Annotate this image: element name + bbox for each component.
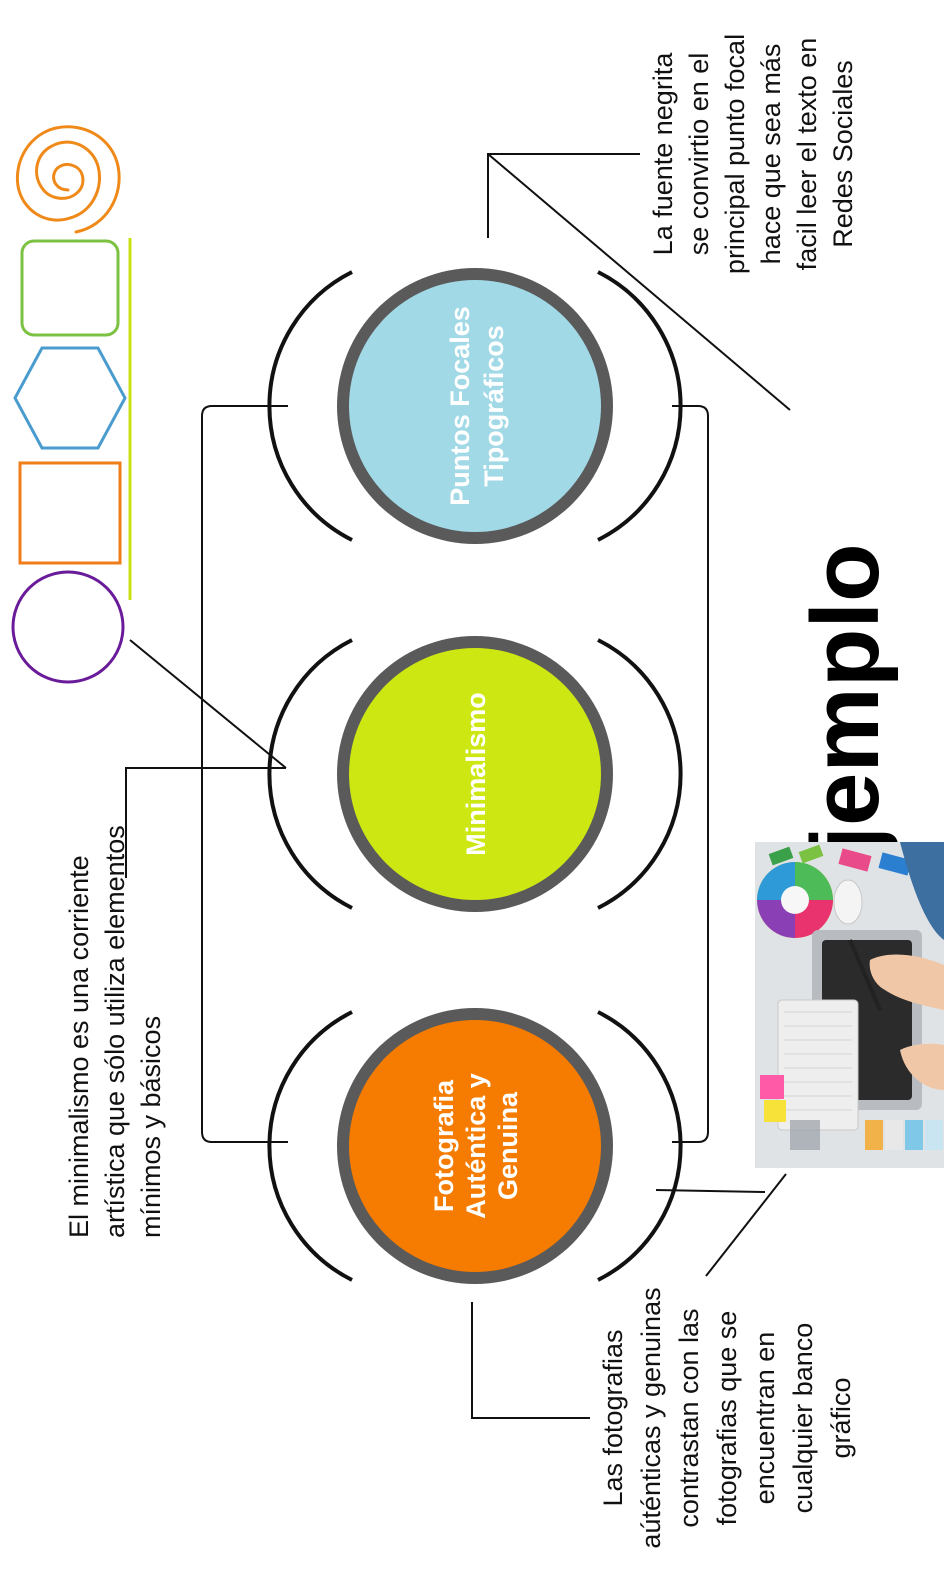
tipografia-note-line-5: facil leer el texto en: [792, 38, 822, 271]
connector-lines: [125, 153, 791, 1419]
circle-shape-icon: [11, 570, 125, 684]
fotografia-note-line-2: aúténticas y genuinas: [636, 1287, 666, 1548]
minimalismo-label: Minimalismo: [461, 692, 491, 856]
circle-node-puntos: [267, 268, 683, 544]
minimalismo-note-line-1: El minimalismo es una corriente: [64, 855, 94, 1238]
fotografia-note-line-7: gráfico: [826, 1377, 856, 1458]
rounded-square-shape-icon: [20, 239, 120, 337]
fotografia-label-1: Fotografia: [429, 1079, 459, 1212]
note-tipografia: La fuente negrita se convirtio en el pri…: [648, 34, 858, 274]
puntos-fill: [349, 280, 601, 532]
fotografia-note-line-3: contrastan con las: [674, 1308, 704, 1527]
bracket-lines: [201, 405, 709, 1143]
fotografia-label-2: Auténtica y: [461, 1073, 491, 1219]
minimalismo-note-line-3: mínimos y básicos: [136, 1016, 166, 1238]
fotografia-note-line-1: Las fotografias: [598, 1329, 628, 1506]
puntos-label-1: Puntos Focales: [445, 306, 475, 506]
hexagon-shape-icon: [13, 346, 127, 450]
fotografia-label-3: Genuina: [493, 1091, 523, 1200]
puntos-label-2: Tipográficos: [479, 325, 509, 487]
circle-label-puntos: Puntos Focales Tipográficos: [445, 306, 509, 506]
fotografia-note-line-5: encuentran en: [750, 1332, 780, 1505]
fotografia-note-line-6: cualquier banco: [788, 1323, 818, 1514]
tipografia-note-line-2: se convirtio en el: [684, 53, 714, 256]
tipografia-note-line-4: hace que sea más: [756, 44, 786, 265]
design-desk-photo-icon: [755, 842, 944, 1168]
note-fotografia: Las fotografias aúténticas y genuinas co…: [598, 1287, 856, 1548]
spiral-shape-icon: [15, 125, 121, 234]
circle-node-fotografia: [267, 1008, 683, 1284]
circle-label-minimalismo: Minimalismo: [461, 692, 491, 856]
minimalismo-fill: [349, 648, 601, 900]
shapes-group: [11, 125, 132, 684]
fotografia-fill: [349, 1020, 601, 1272]
tipografia-note-line-3: principal punto focal: [720, 34, 750, 274]
minimalismo-note-line-2: artística que sólo utiliza elementos: [100, 825, 130, 1238]
circle-node-minimalismo: [267, 636, 683, 912]
tipografia-note-line-6: Redes Sociales: [828, 60, 858, 248]
tipografia-note-line-1: La fuente negrita: [648, 52, 678, 256]
square-shape-icon: [18, 461, 122, 565]
circle-label-fotografia: Fotografia Auténtica y Genuina: [429, 1073, 523, 1219]
fotografia-note-line-4: fotografias que se: [712, 1311, 742, 1526]
note-minimalismo: El minimalismo es una corriente artístic…: [64, 825, 166, 1238]
